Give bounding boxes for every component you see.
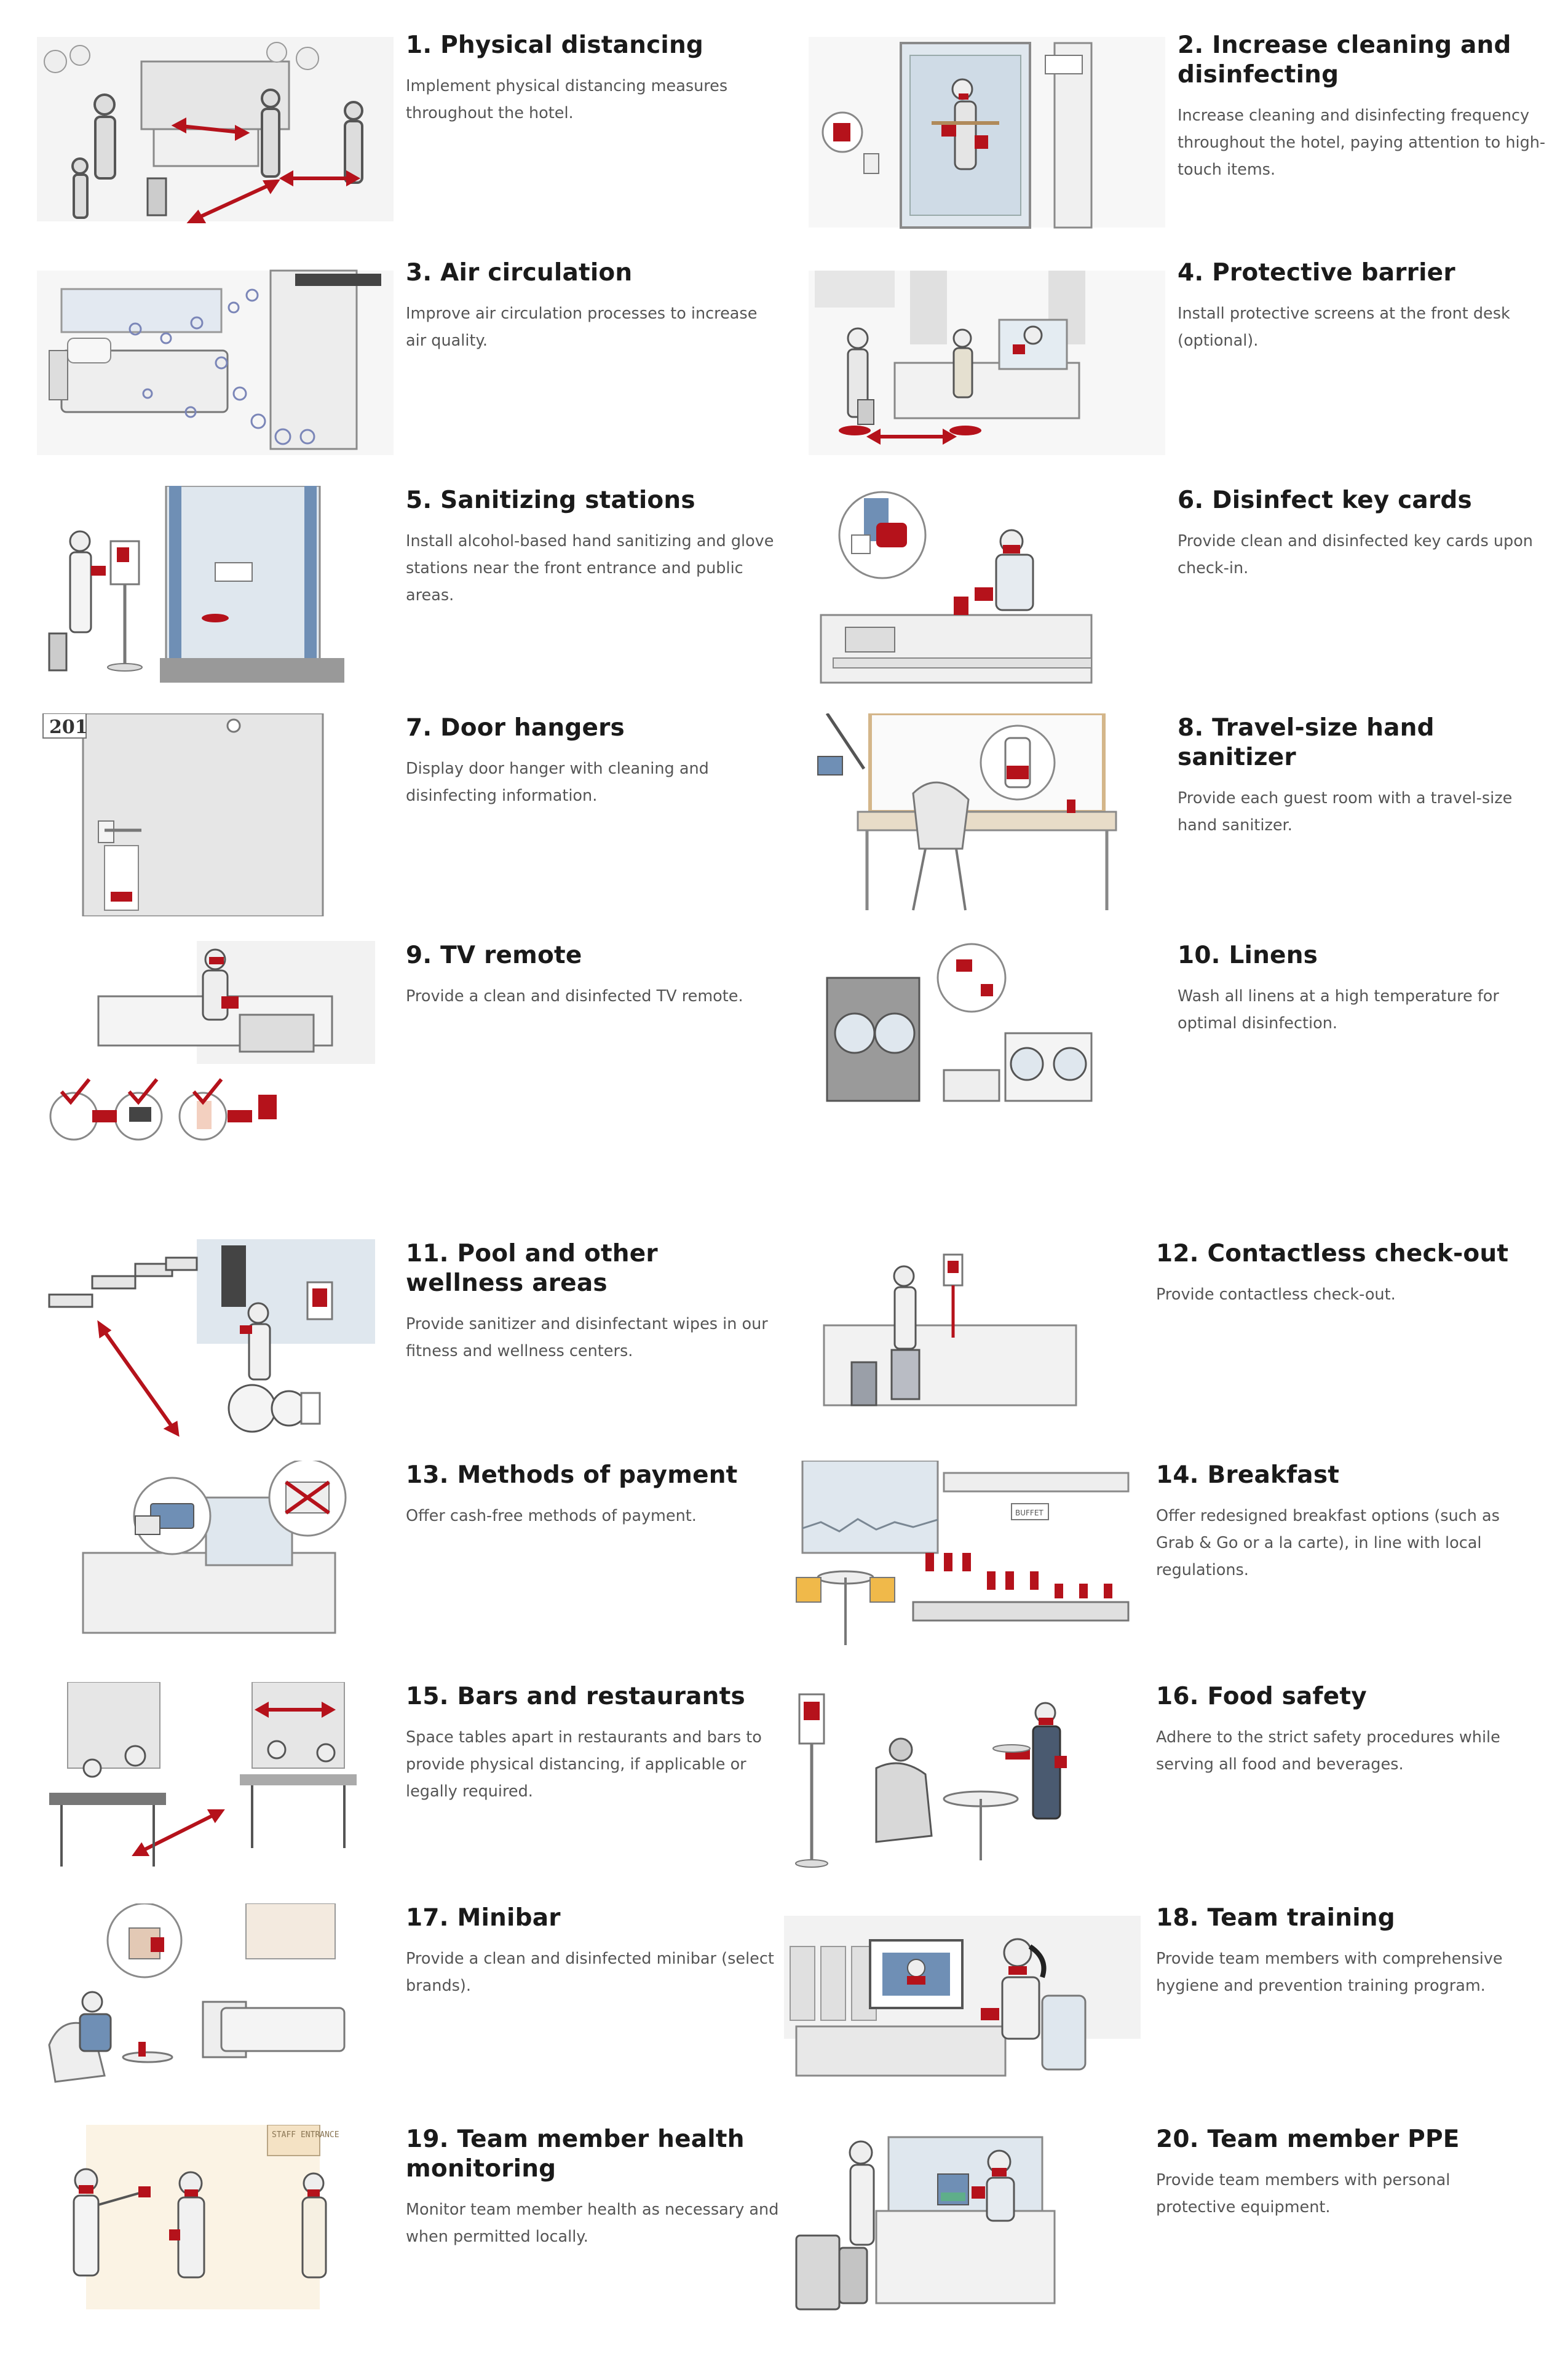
item-description: Provide contactless check-out. [1156,1285,1396,1304]
measure-card: 6. Disinfect key cards Provide clean and… [809,486,1568,707]
item-title: 15. Bars and restaurants [406,1683,745,1710]
item-title: 20. Team member PPE [1156,2125,1460,2153]
item-title: 5. Sanitizing stations [406,486,695,514]
laundry-illustration [809,941,1165,1144]
gym-illustration [37,1239,394,1442]
item-description: Provide clean and disinfected key cards … [1178,532,1533,577]
item-description: Offer cash-free methods of payment. [406,1507,697,1525]
item-title: 17. Minibar [406,1904,561,1932]
item-title: 3. Air circulation [406,259,633,287]
desk-sanitizer-illustration [809,713,1165,916]
item-title: 2. Increase cleaning and disinfecting [1178,31,1511,89]
measure-card: BUFFET 14. Breakfast Offer redesigned br… [784,1461,1565,1682]
item-title: 1. Physical distancing [406,31,704,59]
item-description: Display door hanger with cleaning and di… [406,760,709,805]
front-desk-screen-illustration [809,258,1165,461]
item-title: 8. Travel-size hand sanitizer [1178,714,1435,771]
item-description: Space tables apart in restaurants and ba… [406,1728,762,1801]
item-title: 10. Linens [1178,942,1318,969]
measure-card: 20. Team member PPE Provide team members… [784,2125,1565,2346]
item-description: Install alcohol-based hand sanitizing an… [406,532,774,605]
door-hanger-illustration: 201 [37,713,394,916]
key-card-illustration [809,486,1165,689]
item-title: 4. Protective barrier [1178,259,1455,287]
buffet-sign: BUFFET [1015,1509,1043,1517]
measure-card: 1. Physical distancing Implement physica… [37,31,818,252]
measure-card: 17. Minibar Provide a clean and disinfec… [37,1903,818,2125]
minibar-illustration [37,1903,394,2106]
item-description: Provide team members with comprehensive … [1156,1950,1503,1995]
item-description: Provide a clean and disinfected minibar … [406,1950,774,1995]
food-service-illustration [784,1682,1141,1885]
item-title: 11. Pool and other wellness areas [406,1240,658,1297]
item-description: Provide a clean and disinfected TV remot… [406,987,743,1006]
measure-card: 11. Pool and other wellness areas Provid… [37,1239,818,1461]
item-title: 7. Door hangers [406,714,625,742]
measure-card: 13. Methods of payment Offer cash-free m… [37,1461,818,1682]
item-description: Install protective screens at the front … [1178,304,1510,350]
staff-entrance-sign: STAFF ENTRANCE [272,2130,339,2140]
item-description: Offer redesigned breakfast options (such… [1156,1507,1500,1579]
measure-card: 15. Bars and restaurants Space tables ap… [37,1682,818,1903]
item-title: 14. Breakfast [1156,1461,1340,1489]
measure-card: 12. Contactless check-out Provide contac… [784,1239,1565,1461]
check-out-illustration [784,1239,1141,1442]
restaurant-tables-illustration [37,1682,394,1885]
measure-card: 2. Increase cleaning and disinfecting In… [809,31,1568,252]
tv-remote-illustration [37,941,394,1144]
item-description: Adhere to the strict safety procedures w… [1156,1728,1500,1774]
item-title: 13. Methods of payment [406,1461,738,1489]
measure-card: 18. Team training Provide team members w… [784,1903,1565,2125]
sanitizer-station-illustration [37,486,394,689]
measure-card: 5. Sanitizing stations Install alcohol-b… [37,486,818,707]
item-description: Implement physical distancing measures t… [406,77,728,122]
item-description: Provide each guest room with a travel-si… [1178,789,1513,835]
measure-card: 4. Protective barrier Install protective… [809,258,1568,480]
lobby-distancing-illustration [37,31,394,234]
measure-card: 9. TV remote Provide a clean and disinfe… [37,941,818,1162]
training-computer-illustration [784,1903,1141,2106]
item-title: 12. Contactless check-out [1156,1240,1509,1268]
room-number: 201 [49,716,88,738]
item-title: 18. Team training [1156,1904,1395,1932]
item-description: Monitor team member health as necessary … [406,2200,779,2246]
breakfast-buffet-illustration: BUFFET [784,1461,1141,1664]
measure-card: 10. Linens Wash all linens at a high tem… [809,941,1568,1162]
item-description: Increase cleaning and disinfecting frequ… [1178,106,1546,179]
item-description: Provide team members with personal prote… [1156,2171,1451,2216]
item-description: Provide sanitizer and disinfectant wipes… [406,1315,768,1360]
item-description: Wash all linens at a high temperature fo… [1178,987,1499,1033]
health-check-illustration: STAFF ENTRANCE [37,2125,394,2328]
item-title: 19. Team member health monitoring [406,2125,745,2183]
measure-card: 3. Air circulation Improve air circulati… [37,258,818,480]
ppe-desk-illustration [784,2125,1141,2328]
item-title: 16. Food safety [1156,1683,1367,1710]
air-circulation-room-illustration [37,258,394,461]
card-payment-illustration [37,1461,394,1664]
measure-card: 16. Food safety Adhere to the strict saf… [784,1682,1565,1903]
cleaning-door-illustration [809,31,1165,234]
item-title: 6. Disinfect key cards [1178,486,1472,514]
measure-card: STAFF ENTRANCE 19. Team member health mo… [37,2125,818,2346]
measure-card: 201 7. Door hangers Display door hanger … [37,713,818,935]
measure-card: 8. Travel-size hand sanitizer Provide ea… [809,713,1568,935]
item-title: 9. TV remote [406,942,582,969]
item-description: Improve air circulation processes to inc… [406,304,758,350]
